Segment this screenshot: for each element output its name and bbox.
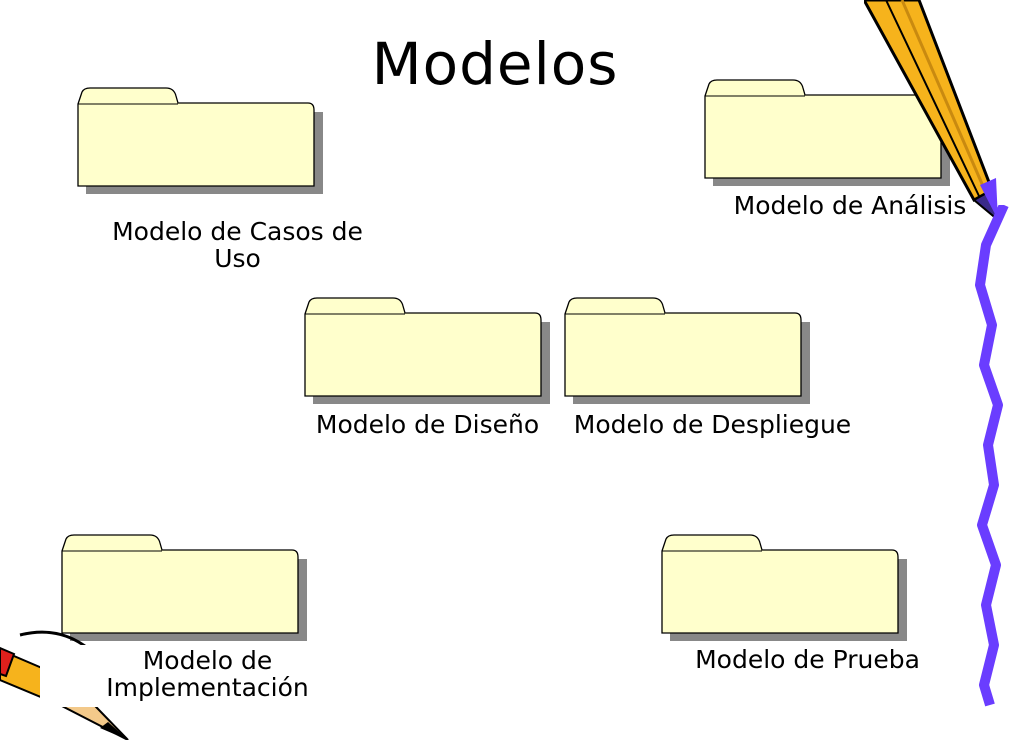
folder-icon: [704, 79, 950, 186]
package-label-prueba: Modelo de Prueba: [695, 645, 920, 674]
pencil-icon: [864, 0, 1000, 223]
package-label-analisis: Modelo de Análisis: [733, 191, 967, 220]
folder-icon: [304, 297, 550, 404]
package-label-casos-de-uso: Modelo de Casos de Uso: [112, 217, 363, 273]
package-label-diseno: Modelo de Diseño: [315, 410, 540, 439]
folder-icon: [661, 534, 907, 641]
package-label-despliegue: Modelo de Despliegue: [573, 410, 852, 439]
slide-title: Modelos: [371, 30, 619, 98]
package-label-implementacion: Modelo de Implementación: [106, 646, 309, 702]
label-backing: [40, 645, 340, 707]
folder-icon: [61, 534, 307, 641]
folder-icon: [77, 87, 323, 194]
folder-icon: [564, 297, 810, 404]
squiggle-border-icon: [975, 205, 1009, 707]
